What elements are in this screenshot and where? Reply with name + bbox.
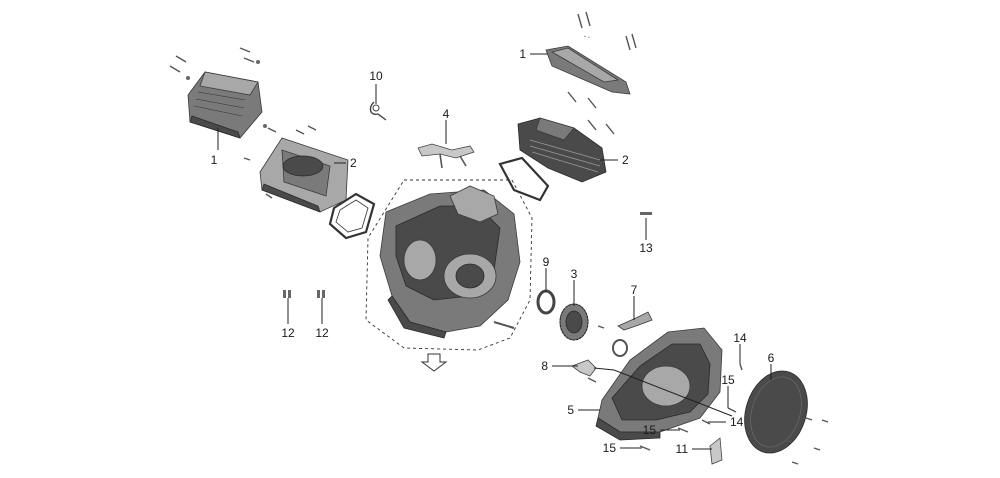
gear-part-3: [559, 303, 589, 341]
plate-part-11: [709, 437, 723, 465]
callout-5: 5: [567, 403, 574, 417]
crankcase-side-cover-part-5: [595, 327, 723, 441]
fastener-part-12-right: [317, 290, 325, 298]
down-arrow-icon: [420, 353, 448, 372]
callout-1-right: 1: [519, 47, 526, 61]
callout-2-left: 2: [350, 156, 357, 170]
bracket-part-8: [571, 359, 597, 377]
sensor-part-10: [369, 101, 387, 121]
callout-3: 3: [571, 267, 578, 281]
round-cover-part-6: [744, 370, 829, 465]
callout-4: 4: [443, 107, 450, 121]
bolts-parts-14-15: [587, 325, 743, 451]
pin-part-13: [640, 212, 652, 215]
callout-15-middle: 15: [643, 423, 657, 437]
valve-cover-left: [169, 47, 267, 161]
callout-15-top: 15: [721, 373, 735, 387]
callout-12-right: 12: [315, 326, 329, 340]
bracket-part-4: [417, 143, 475, 169]
seal-ring-part-9: [536, 289, 556, 315]
callout-6: 6: [768, 351, 775, 365]
callout-8: 8: [541, 359, 548, 373]
callout-14-bottom: 14: [730, 415, 744, 429]
callout-12-left: 12: [281, 326, 295, 340]
cylinder-right: [517, 91, 615, 183]
gasket-left: [328, 192, 376, 240]
callout-2-right: 2: [622, 153, 629, 167]
callout-13: 13: [639, 241, 653, 255]
lever-part-7: [617, 311, 653, 331]
cylinder-left: [259, 125, 349, 213]
gasket-right: [498, 156, 550, 202]
o-ring-small: [612, 339, 628, 357]
callout-7: 7: [631, 283, 638, 297]
leader-lines: [217, 53, 772, 450]
valve-cover-right: [545, 11, 637, 95]
callout-1-left: 1: [211, 153, 218, 167]
callout-14-top: 14: [733, 331, 747, 345]
callout-11: 11: [676, 442, 689, 456]
callout-10: 10: [369, 69, 383, 83]
callout-9: 9: [543, 255, 550, 269]
callout-15-bottom: 15: [603, 441, 617, 455]
fastener-part-12-left: [283, 290, 291, 298]
engine-crankcase-assembly: [365, 179, 533, 351]
